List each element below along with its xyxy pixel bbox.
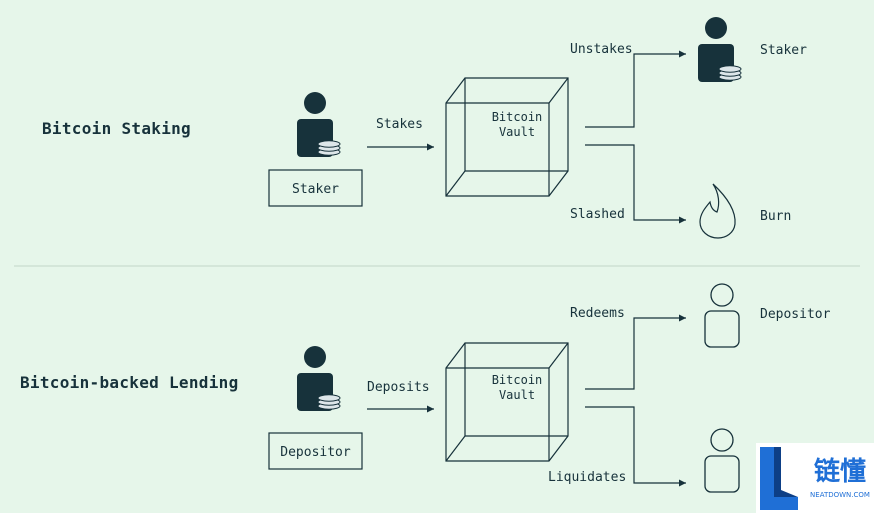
flame-icon (699, 183, 736, 239)
vault-label-line1: Bitcoin (492, 110, 543, 124)
liquidates-label: Liquidates (548, 470, 626, 485)
stakes-label: Stakes (376, 117, 423, 132)
bitcoin-vault-cube (445, 77, 569, 197)
slashed-label: Slashed (570, 207, 625, 222)
depositor-label: Depositor (280, 445, 351, 460)
section-title-lending: Bitcoin-backed Lending (20, 373, 239, 392)
deposits-label: Deposits (367, 380, 430, 395)
staker-outcome-label: Staker (760, 43, 807, 58)
watermark-logo: 链懂 NEATDOWN.COM (756, 443, 874, 513)
unstakes-arrow (585, 50, 686, 128)
redeems-arrow (585, 314, 686, 390)
person-with-coins-icon (296, 345, 341, 412)
redeems-label: Redeems (570, 306, 625, 321)
burn-label: Burn (760, 209, 791, 224)
depositor-outcome-label: Depositor (760, 307, 831, 322)
liquidates-arrow (585, 406, 686, 487)
bitcoin-vault-cube (445, 342, 569, 462)
vault-label-line2: Vault (499, 125, 535, 139)
section-title-staking: Bitcoin Staking (42, 119, 191, 138)
depositor-label-box (268, 432, 363, 470)
person-with-coins-icon (697, 16, 742, 83)
staker-label: Staker (292, 182, 339, 197)
slashed-arrow (585, 144, 686, 224)
unstakes-label: Unstakes (570, 42, 633, 57)
vault-label-line2: Vault (499, 388, 535, 402)
staker-label-box (268, 169, 363, 207)
watermark-text: 链懂 (814, 456, 866, 487)
person-outline-icon (704, 283, 740, 348)
watermark-subtext: NEATDOWN.COM (810, 491, 870, 499)
vault-label-line1: Bitcoin (492, 373, 543, 387)
person-with-coins-icon (296, 91, 341, 158)
person-outline-icon (704, 428, 740, 493)
